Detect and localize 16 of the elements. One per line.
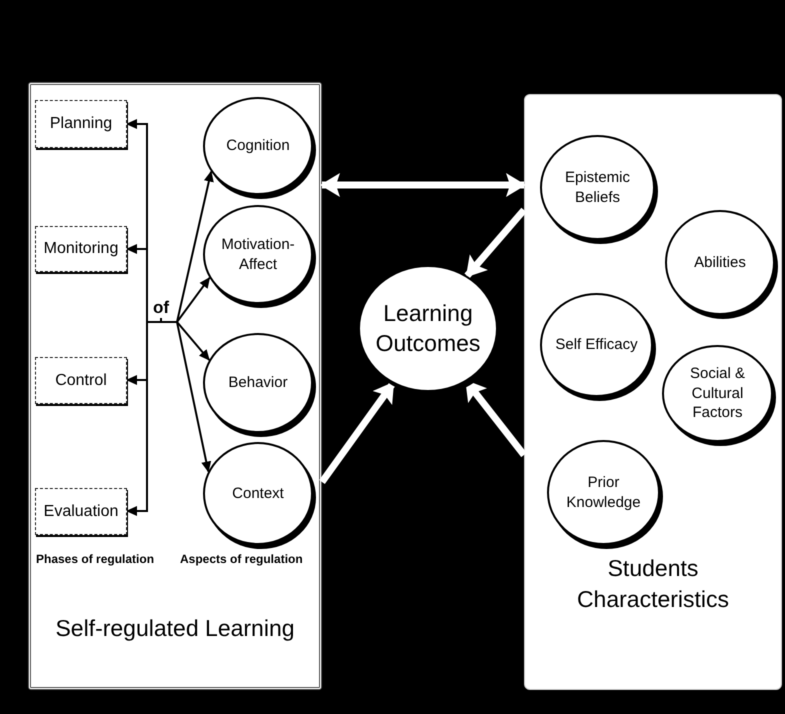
panel-background	[28, 82, 322, 690]
arrow	[126, 318, 162, 516]
arrow	[320, 173, 526, 197]
panel-background	[524, 94, 782, 690]
arrow	[160, 318, 212, 472]
phase-box: Control	[35, 357, 127, 404]
axis-caption: Phases of regulation	[36, 552, 154, 566]
panel-title: Self-regulated Learning	[54, 614, 296, 643]
arrow	[464, 208, 527, 278]
panel-title: Students Characteristics	[576, 554, 730, 614]
phase-box: Planning	[35, 100, 127, 148]
phase-box: Evaluation	[35, 488, 127, 535]
phase-box: Monitoring	[35, 226, 127, 272]
arrow	[319, 381, 396, 484]
axis-caption: Aspects of regulation	[180, 552, 303, 566]
connector-label: of	[150, 297, 172, 318]
